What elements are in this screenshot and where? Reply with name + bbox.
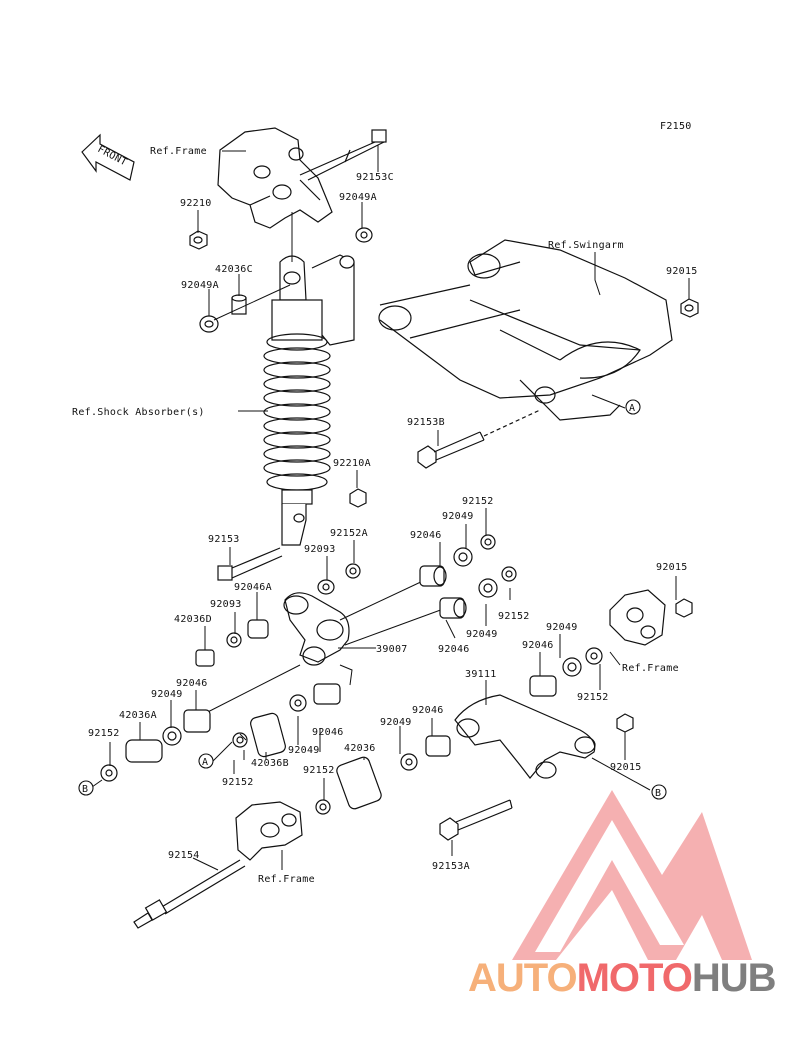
label-92046A: 92046A [234,582,272,593]
watermark-triangle-logo [512,790,752,960]
bolt-92154 [133,859,246,929]
label-92049A-top: 92049A [339,192,377,203]
label-92049-center: 92049 [288,745,320,756]
leader-rocker-axis [339,579,426,621]
right-frame-bracket [609,589,666,646]
watermark-brand-text: AUTOMOTOHUB [468,956,777,1001]
label-ref-swingarm: Ref.Swingarm [548,240,624,251]
washer-92049A-left [199,315,219,333]
swingarm [378,239,673,421]
label-92046-right: 92046 [438,644,470,655]
marker-A-left: A [198,753,214,769]
label-42036: 42036 [344,743,376,754]
label-92153C: 92153C [356,172,394,183]
marker-A-right: A [625,399,641,415]
label-92093-top: 92093 [304,544,336,555]
diagram-code: F2150 [660,121,692,132]
leader-rocker-axis2 [344,607,447,646]
leader-collar-axis [213,284,291,321]
label-92152-top: 92152 [462,496,494,507]
label-42036B: 42036B [251,758,289,769]
watermark-part-hub: HUB [691,956,777,1000]
bolt-92153C [299,129,387,181]
watermark-part-moto: MOTO [576,956,693,1000]
shock-absorber [263,254,355,546]
nut-92210 [189,230,208,250]
bolt-92153B [417,409,541,469]
label-92049-top: 92049 [442,511,474,522]
svg-text:B: B [655,788,661,799]
nut-92015-top [680,298,699,318]
marker-B-right: B [651,784,667,800]
label-42036C: 42036C [215,264,253,275]
label-92046-low: 92046 [412,705,444,716]
svg-text:B: B [82,784,88,795]
label-92015-top: 92015 [666,266,698,277]
label-92152-low: 92152 [303,765,335,776]
label-92015-mid: 92015 [656,562,688,573]
front-arrow: FRONT [81,133,135,181]
label-92049-right: 92049 [466,629,498,640]
label-92154: 92154 [168,850,200,861]
label-42036A: 42036A [119,710,157,721]
label-ref-frame-top: Ref.Frame [150,146,207,157]
leader-lines [91,145,690,871]
svg-text:A: A [202,757,208,768]
washer-cluster-right [529,647,603,697]
label-92152-mid: 92152 [498,611,530,622]
label-ref-shock-absorber: Ref.Shock Absorber(s) [72,407,205,418]
label-92046-mid: 92046 [522,640,554,651]
watermark-part-auto: AUTO [468,956,578,1000]
label-92152-right: 92152 [577,692,609,703]
label-92046-top: 92046 [410,530,442,541]
washer-cluster-left [195,563,361,667]
label-ref-frame-bottom: Ref.Frame [258,874,315,885]
label-92210A: 92210A [333,458,371,469]
bottom-frame-bracket [235,801,303,861]
label-92153: 92153 [208,534,240,545]
label-92049-left: 92049 [151,689,183,700]
label-ref-frame-right: Ref.Frame [622,663,679,674]
nut-92210A [349,488,367,508]
label-92049A-left: 92049A [181,280,219,291]
tie-rod-39111 [454,694,596,779]
label-92152A: 92152A [330,528,368,539]
label-92153A: 92153A [432,861,470,872]
top-frame-bracket [217,127,333,229]
label-92152-center: 92152 [222,777,254,788]
label-92046-center: 92046 [312,727,344,738]
washer-cluster-tierod [315,713,634,815]
bolt-92153 [217,547,283,581]
leader-rocker-axis3 [195,664,301,719]
nut-92015-mid [675,598,693,618]
marker-B-left: B [78,780,94,796]
label-92152-left: 92152 [88,728,120,739]
bearing-cluster-lower [100,683,341,782]
label-92015-low: 92015 [610,762,642,773]
label-92093-left: 92093 [210,599,242,610]
washer-92049A-top [355,227,373,243]
rocker-39007 [283,592,350,666]
label-39111: 39111 [465,669,497,680]
bearing-cluster-upper [419,534,517,619]
label-92046-left: 92046 [176,678,208,689]
bolt-92153A [439,799,513,841]
label-92210: 92210 [180,198,212,209]
label-42036D: 42036D [174,614,212,625]
label-92049-low: 92049 [380,717,412,728]
label-39007: 39007 [376,644,408,655]
svg-text:A: A [629,403,635,414]
label-92153B: 92153B [407,417,445,428]
label-92049-mid: 92049 [546,622,578,633]
